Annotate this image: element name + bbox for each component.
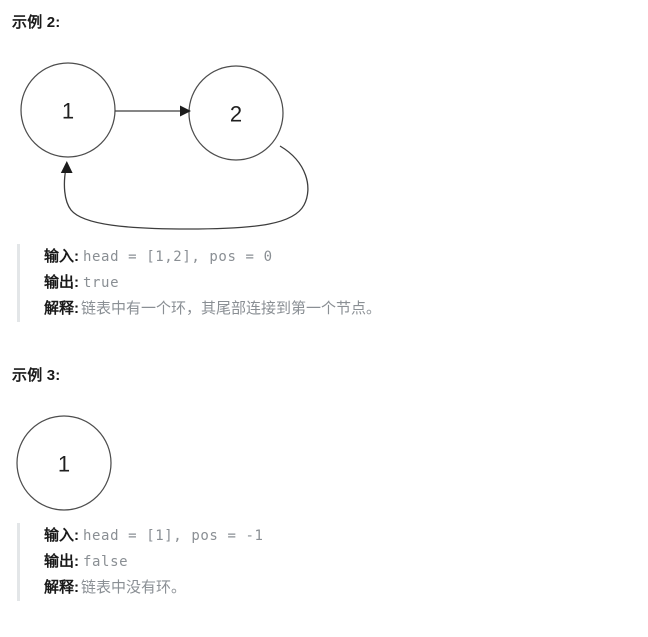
example-3-heading: 示例 3: <box>12 367 61 384</box>
example-2-details: 输入:head = [1,2], pos = 0 输出:true 解释:链表中有… <box>17 244 381 322</box>
input-value: head = [1,2], pos = 0 <box>83 249 273 265</box>
output-label: 输出: <box>44 274 79 291</box>
node-circle-1 <box>20 62 116 158</box>
node-label-1: 1 <box>58 452 70 477</box>
output-label: 输出: <box>44 553 79 570</box>
example-3-diagram: 1 <box>8 408 168 523</box>
explanation-label: 解释: <box>44 300 79 317</box>
example-3-output-line: 输出:false <box>44 549 264 575</box>
example-2-heading: 示例 2: <box>12 14 61 31</box>
example-2-input-line: 输入:head = [1,2], pos = 0 <box>44 244 381 270</box>
example-3-details: 输入:head = [1], pos = -1 输出:false 解释:链表中没… <box>17 523 264 601</box>
node-circle-1 <box>16 415 112 511</box>
edge-node2-to-node1-loop <box>60 145 309 230</box>
example-3-input-line: 输入:head = [1], pos = -1 <box>44 523 264 549</box>
input-label: 输入: <box>44 248 79 265</box>
explanation-value: 链表中有一个环，其尾部连接到第一个节点。 <box>81 300 382 317</box>
explanation-label: 解释: <box>44 579 79 596</box>
output-value: false <box>83 554 129 570</box>
example-2-output-line: 输出:true <box>44 270 381 296</box>
output-value: true <box>83 275 120 291</box>
input-value: head = [1], pos = -1 <box>83 528 264 544</box>
edge-node1-to-node2 <box>115 105 191 117</box>
node-label-1: 1 <box>62 99 74 124</box>
example-3-explanation-line: 解释:链表中没有环。 <box>44 575 264 601</box>
explanation-value: 链表中没有环。 <box>81 579 187 596</box>
example-2-diagram: 1 2 <box>8 50 328 235</box>
example-2-explanation-line: 解释:链表中有一个环，其尾部连接到第一个节点。 <box>44 296 381 322</box>
input-label: 输入: <box>44 527 79 544</box>
node-label-2: 2 <box>230 102 242 127</box>
node-circle-2 <box>188 65 284 161</box>
